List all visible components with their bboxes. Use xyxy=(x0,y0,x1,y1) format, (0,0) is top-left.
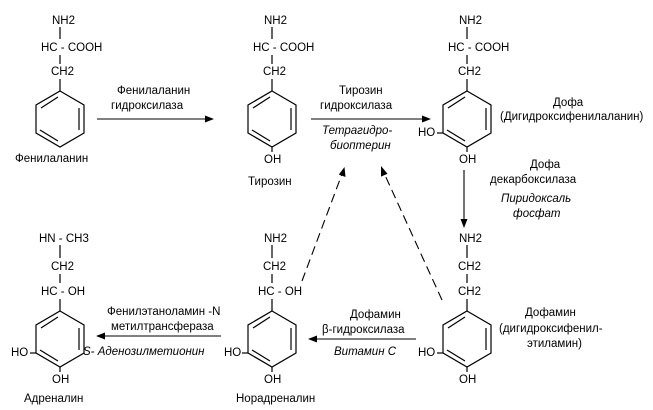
tyr-hydroxylase-label-1: Тирозин xyxy=(339,85,383,97)
tyrosine-hc-cooh: HC - COOH xyxy=(253,42,314,54)
phe-hydroxylase-label-2: гидроксилаза xyxy=(111,100,184,112)
dopa-nh2: NH2 xyxy=(459,15,482,27)
pnmt-cofactor-label: S- Аденозилметионин xyxy=(83,346,205,358)
phe-to-tyr-arrowhead xyxy=(205,115,214,123)
noradrenaline-hc-oh: HC - OH xyxy=(258,286,302,298)
dopamine-ring xyxy=(442,310,492,368)
dopa-ring xyxy=(442,90,492,148)
noradrenaline-oh: OH xyxy=(264,374,281,386)
phe-hydroxylase-label-1: Фенилаланин xyxy=(117,85,190,97)
pnmt-label-2: метилтрансфераза xyxy=(111,321,214,333)
pnmt-step: Фенилэтаноламин -N метилтрансфераза S- А… xyxy=(83,306,221,358)
tyrosine-label: Тирозин xyxy=(248,176,292,188)
dopamine-feedback-arrowhead xyxy=(381,166,388,177)
dopa-decarboxylase-label-1: Дофа xyxy=(530,159,561,171)
adrenaline-label: Адреналин xyxy=(24,393,83,405)
dbh-cofactor-label: Витамин С xyxy=(334,346,397,358)
tyr-cofactor-label-1: Тетрагидро- xyxy=(322,125,392,137)
dopa-label-1: Дофа xyxy=(553,97,584,109)
dopa-cofactor-label-2: фосфат xyxy=(513,208,561,220)
noradrenaline-ring xyxy=(247,310,297,368)
adrenaline-hc-oh: HC - OH xyxy=(41,286,85,298)
noradrenaline-feedback-arrowhead xyxy=(338,167,346,177)
dopamine-label-2: (дигидроксифенил- xyxy=(499,323,603,335)
tyr-cofactor-label-2: биоптерин xyxy=(330,140,391,152)
phenylalanine-ring xyxy=(35,90,85,148)
dopamine-structure: NH2 CH2 CH2 HO OH Дофамин (дигидроксифен… xyxy=(418,233,603,386)
dopamine-oh: OH xyxy=(459,374,476,386)
adrenaline-ho: HO xyxy=(11,347,28,359)
dopa-oh: OH xyxy=(459,154,476,166)
adrenaline-structure: HN - CH3 CH2 HC - OH HO OH Адреналин xyxy=(11,233,89,405)
dbh-step: Дофамин β-гидроксилаза Витамин С xyxy=(308,309,416,358)
dopa-cofactor-label-1: Пиридоксаль xyxy=(501,193,571,205)
tyr-hydroxylase-step: Тирозин гидроксилаза Тетрагидро- биоптер… xyxy=(311,85,431,152)
phe-hydroxylase-step: Фенилаланин гидроксилаза xyxy=(97,85,214,123)
adrenaline-ch2: CH2 xyxy=(51,261,74,273)
phenylalanine-structure: NH2 HC - COOH CH2 Фенилаланин xyxy=(15,15,102,165)
tyrosine-ch2: CH2 xyxy=(263,66,286,78)
dopa-decarboxylase-step: Дофа декарбоксилаза Пиридоксаль фосфат xyxy=(460,159,577,228)
dopamine-feedback-dashed-line xyxy=(383,172,443,301)
dopamine-to-noradrenaline-arrowhead xyxy=(308,335,317,343)
phenylalanine-label: Фенилаланин xyxy=(15,153,88,165)
tyr-hydroxylase-label-2: гидроксилаза xyxy=(320,100,393,112)
noradrenaline-label: Норадреналин xyxy=(236,393,315,405)
phenylalanine-hc-cooh: HC - COOH xyxy=(41,42,102,54)
dopa-hc-cooh: HC - COOH xyxy=(448,42,509,54)
dbh-label-2: β-гидроксилаза xyxy=(322,324,405,336)
dopamine-label-1: Дофамин xyxy=(525,307,576,319)
noradrenaline-structure: NH2 CH2 HC - OH HO OH Норадреналин xyxy=(224,233,315,405)
tyrosine-nh2: NH2 xyxy=(264,15,287,27)
dopa-to-dopamine-arrowhead xyxy=(460,219,468,228)
tyrosine-oh: OH xyxy=(264,154,281,166)
dopamine-ch2-1: CH2 xyxy=(458,261,481,273)
phenylalanine-nh2: NH2 xyxy=(52,15,75,27)
adrenaline-oh: OH xyxy=(52,374,69,386)
adrenaline-ring xyxy=(35,310,85,368)
pnmt-label-1: Фенилэтаноламин -N xyxy=(107,306,220,318)
noradrenaline-feedback-dashed-line xyxy=(301,173,343,282)
dopa-ho: HO xyxy=(418,127,435,139)
noradrenaline-nh2: NH2 xyxy=(264,233,287,245)
dopamine-label-3: этиламин) xyxy=(527,338,582,350)
adrenaline-nh-ch3: HN - CH3 xyxy=(39,233,89,245)
dopa-structure: NH2 HC - COOH CH2 HO OH Дофа (Дигидрокси… xyxy=(418,15,643,166)
dopa-decarboxylase-label-2: декарбоксилаза xyxy=(490,174,577,186)
dopa-ch2: CH2 xyxy=(458,66,481,78)
tyrosine-ring xyxy=(247,90,297,148)
dopa-label-2: (Дигидроксифенилаланин) xyxy=(500,111,643,123)
noradrenaline-to-adrenaline-arrowhead xyxy=(96,332,105,340)
phenylalanine-ch2: CH2 xyxy=(51,66,74,78)
feedback-arrows xyxy=(301,166,443,301)
tyrosine-structure: NH2 HC - COOH CH2 OH Тирозин xyxy=(247,15,314,188)
noradrenaline-ch2: CH2 xyxy=(263,261,286,273)
dopamine-nh2: NH2 xyxy=(459,233,482,245)
tyr-to-dopa-arrowhead xyxy=(422,115,431,123)
dopamine-ho: HO xyxy=(418,347,435,359)
noradrenaline-ho: HO xyxy=(224,347,241,359)
dbh-label-1: Дофамин xyxy=(350,309,401,321)
dopamine-ch2-2: CH2 xyxy=(458,286,481,298)
